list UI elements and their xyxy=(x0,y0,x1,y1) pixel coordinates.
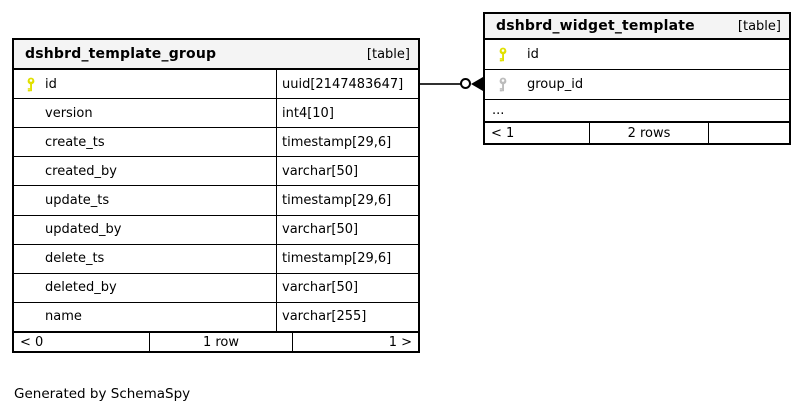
column-name-cell: id xyxy=(14,70,276,98)
column-row-create_ts: create_ts timestamp[29,6] xyxy=(14,127,418,157)
column-name: name xyxy=(45,309,82,325)
arrowhead-icon xyxy=(471,77,483,91)
column-name-cell: updated_by xyxy=(14,216,276,244)
primary-key-icon xyxy=(23,77,39,92)
column-row-created_by: created_by varchar[50] xyxy=(14,156,418,186)
more-columns-row: ... xyxy=(485,99,789,121)
column-type: int4[10] xyxy=(276,99,418,128)
column-row-delete_ts: delete_ts timestamp[29,6] xyxy=(14,243,418,273)
footer-row-count: 1 row xyxy=(149,333,293,351)
column-row-id: id xyxy=(485,40,789,69)
column-type: varchar[50] xyxy=(276,273,418,302)
table-footer: < 1 2 rows xyxy=(485,121,789,143)
column-row-id: id uuid[2147483647] xyxy=(14,70,418,99)
column-name-cell: create_ts xyxy=(14,128,276,156)
column-name: deleted_by xyxy=(45,280,117,296)
table-footer: < 0 1 row 1 > xyxy=(14,331,418,351)
column-type: varchar[50] xyxy=(276,157,418,186)
primary-key-icon xyxy=(495,47,511,62)
column-name: updated_by xyxy=(45,222,122,238)
column-name-cell: id xyxy=(485,40,789,69)
zero-or-one-cardinality-icon xyxy=(460,78,471,89)
column-name: create_ts xyxy=(45,134,105,150)
column-name-cell: name xyxy=(14,303,276,331)
table-type-tag: [table] xyxy=(366,46,410,62)
column-row-name: name varchar[255] xyxy=(14,301,418,331)
column-row-deleted_by: deleted_by varchar[50] xyxy=(14,272,418,302)
column-name-cell: update_ts xyxy=(14,186,276,214)
column-name-cell: group_id xyxy=(485,70,789,99)
column-row-group_id: group_id xyxy=(485,69,789,99)
generator-note: Generated by SchemaSpy xyxy=(14,386,191,402)
column-type: uuid[2147483647] xyxy=(276,70,418,99)
column-type: varchar[255] xyxy=(276,302,418,331)
relationship-line xyxy=(420,83,461,85)
column-name-cell: delete_ts xyxy=(14,245,276,273)
column-name-cell: created_by xyxy=(14,157,276,185)
column-row-updated_by: updated_by varchar[50] xyxy=(14,214,418,244)
column-name: group_id xyxy=(527,77,584,92)
column-name: id xyxy=(45,76,57,92)
footer-children-count: < 1 xyxy=(491,125,515,141)
column-name: id xyxy=(527,47,539,62)
more-columns-ellipsis: ... xyxy=(492,103,505,118)
column-type: varchar[50] xyxy=(276,215,418,244)
column-type: timestamp[29,6] xyxy=(276,186,418,215)
table-header[interactable]: dshbrd_template_group [table] xyxy=(14,40,418,70)
footer-row-count: 2 rows xyxy=(589,123,709,143)
column-name: delete_ts xyxy=(45,251,105,267)
column-name: version xyxy=(45,105,93,121)
footer-parents-count xyxy=(709,123,789,143)
column-name: created_by xyxy=(45,163,117,179)
foreign-key-icon xyxy=(495,77,511,92)
column-name: update_ts xyxy=(45,192,110,208)
table-type-tag: [table] xyxy=(737,18,781,34)
column-row-update_ts: update_ts timestamp[29,6] xyxy=(14,185,418,215)
table-header[interactable]: dshbrd_widget_template [table] xyxy=(485,14,789,40)
footer-children-count: < 0 xyxy=(20,334,44,350)
table-name[interactable]: dshbrd_widget_template xyxy=(496,18,695,34)
column-name-cell: deleted_by xyxy=(14,274,276,302)
footer-parents-count: 1 > xyxy=(388,334,412,350)
column-type: timestamp[29,6] xyxy=(276,128,418,157)
table-columns: id group_id... xyxy=(485,40,789,121)
table-node-dshbrd-widget-template[interactable]: dshbrd_widget_template [table] id group_i… xyxy=(483,12,791,145)
column-name-cell: version xyxy=(14,99,276,127)
table-name[interactable]: dshbrd_template_group xyxy=(25,46,217,62)
column-type: timestamp[29,6] xyxy=(276,244,418,273)
table-node-dshbrd-template-group[interactable]: dshbrd_template_group [table] id uuid[214… xyxy=(12,38,420,353)
column-row-version: version int4[10] xyxy=(14,98,418,128)
